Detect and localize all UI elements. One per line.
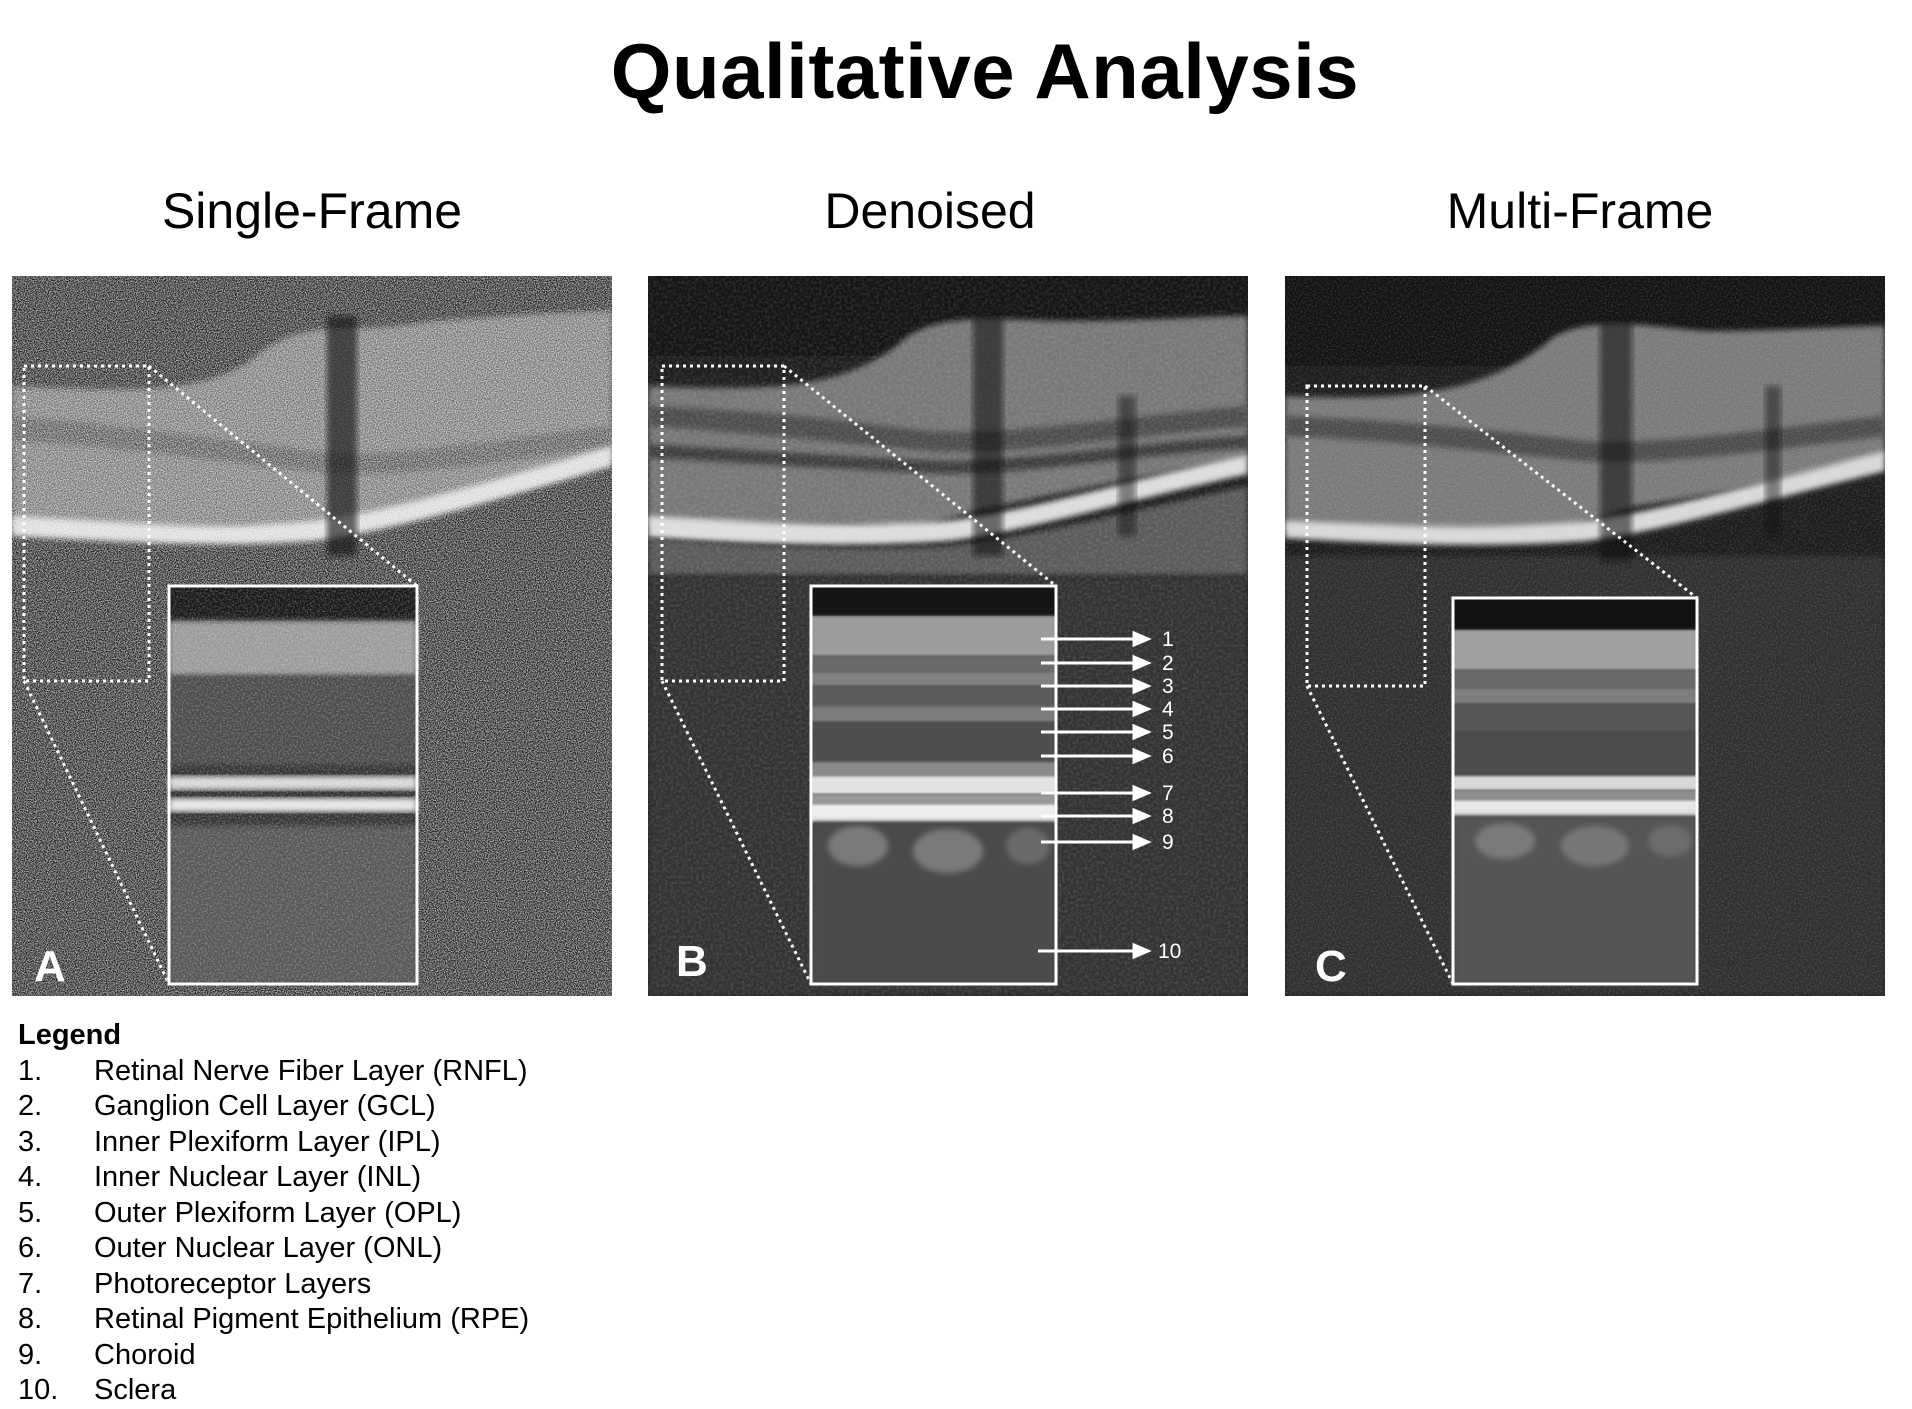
arrow-label-10: 10 xyxy=(1158,940,1181,963)
arrow-label-7: 7 xyxy=(1162,782,1174,805)
panel-c-svg: C xyxy=(1285,276,1885,996)
panel-c-letter: C xyxy=(1315,942,1347,991)
arrow-label-5: 5 xyxy=(1162,721,1174,744)
panel-b-oct-image: 1 2 3 4 5 6 7 8 9 10 B xyxy=(648,276,1248,996)
legend-item-number: 5. xyxy=(18,1196,43,1229)
arrow-label-8: 8 xyxy=(1162,805,1174,828)
panel-b-heading: Denoised xyxy=(824,183,1036,239)
arrow-label-6: 6 xyxy=(1162,745,1174,768)
panel-c-inset xyxy=(1451,596,1699,986)
arrow-label-2: 2 xyxy=(1162,652,1174,675)
legend-item: 2. Ganglion Cell Layer (GCL) xyxy=(18,1089,529,1125)
legend-item: 8. Retinal Pigment Epithelium (RPE) xyxy=(18,1302,529,1338)
legend-item-number: 2. xyxy=(18,1090,43,1122)
panel-a-heading: Single-Frame xyxy=(161,183,463,239)
panel-c-heading: Multi-Frame xyxy=(1446,183,1714,239)
legend-item-number: 10. xyxy=(18,1374,59,1406)
panel-b-svg: 1 2 3 4 5 6 7 8 9 10 B xyxy=(648,276,1248,996)
legend-item-text: Inner Plexiform Layer (IPL) xyxy=(94,1125,441,1158)
panel-a-letter: A xyxy=(34,942,66,991)
panel-a-svg: A xyxy=(12,276,612,996)
legend-item-text: Ganglion Cell Layer (GCL) xyxy=(94,1090,436,1122)
legend-item: 3. Inner Plexiform Layer (IPL) xyxy=(18,1125,529,1161)
layer-arrows xyxy=(1038,630,1152,960)
legend-item-text: Choroid xyxy=(94,1338,196,1371)
legend-item-number: 7. xyxy=(18,1267,43,1300)
figure-title: Qualitative Analysis xyxy=(610,27,1360,115)
panel-b-letter: B xyxy=(676,937,708,986)
arrow-label-4: 4 xyxy=(1162,698,1174,721)
arrow-label-9: 9 xyxy=(1162,831,1174,854)
legend-item: 6. Outer Nuclear Layer (ONL) xyxy=(18,1231,529,1267)
legend-item: 9. Choroid xyxy=(18,1338,529,1374)
legend-item-number: 6. xyxy=(18,1232,43,1264)
legend-item: 10. Sclera xyxy=(18,1373,529,1409)
legend-item-text: Retinal Nerve Fiber Layer (RNFL) xyxy=(94,1054,528,1087)
legend-item-number: 3. xyxy=(18,1125,43,1158)
panel-a-inset xyxy=(167,584,419,986)
legend-item-text: Outer Nuclear Layer (ONL) xyxy=(94,1232,443,1264)
legend-item-number: 8. xyxy=(18,1303,43,1335)
legend-title: Legend xyxy=(18,1019,122,1051)
legend-item: 5. Outer Plexiform Layer (OPL) xyxy=(18,1196,529,1232)
legend: Legend 1. Retinal Nerve Fiber Layer (RNFL… xyxy=(18,1018,529,1409)
legend-item-text: Photoreceptor Layers xyxy=(94,1267,372,1300)
arrow-label-1: 1 xyxy=(1162,628,1174,651)
legend-item: 4. Inner Nuclear Layer (INL) xyxy=(18,1160,529,1196)
legend-item: 7. Photoreceptor Layers xyxy=(18,1267,529,1303)
legend-item-number: 4. xyxy=(18,1161,43,1193)
legend-item-text: Sclera xyxy=(94,1374,177,1406)
panel-b-inset xyxy=(809,584,1058,986)
legend-item-number: 9. xyxy=(18,1338,43,1371)
panel-c-oct-image: C xyxy=(1285,276,1885,996)
legend-item-text: Outer Plexiform Layer (OPL) xyxy=(94,1196,462,1229)
legend-item: 1. Retinal Nerve Fiber Layer (RNFL) xyxy=(18,1054,529,1090)
arrow-label-3: 3 xyxy=(1162,675,1174,698)
legend-item-text: Retinal Pigment Epithelium (RPE) xyxy=(94,1303,530,1335)
panel-a-oct-image: A xyxy=(12,276,612,996)
legend-item-number: 1. xyxy=(18,1054,43,1087)
legend-item-text: Inner Nuclear Layer (INL) xyxy=(94,1161,422,1193)
